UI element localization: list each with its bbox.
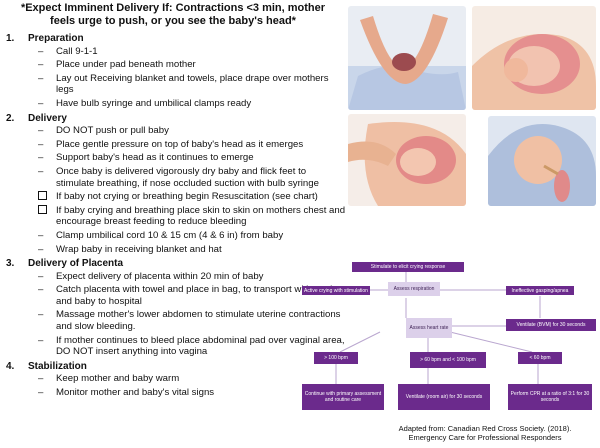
list-item: –Have bulb syringe and umbilical clamps … <box>6 98 346 110</box>
section-title: Delivery of Placenta <box>28 258 124 270</box>
list-item-text: Massage mother's lower abdomen to stimul… <box>56 309 341 333</box>
list-item-text: Catch placenta with towel and place in b… <box>56 284 344 307</box>
section-list: –Call 9-1-1–Place under pad beneath moth… <box>6 46 346 110</box>
list-item: –Massage mother's lower abdomen to stimu… <box>6 309 346 332</box>
dash-bullet: – <box>38 125 44 137</box>
checkbox-icon <box>38 204 50 217</box>
section-number: 2. <box>6 112 15 124</box>
section-heading: 2. Delivery <box>6 113 346 125</box>
checkbox-square <box>38 191 47 201</box>
list-item-text: If baby not crying or breathing begin Re… <box>56 191 318 203</box>
dash-bullet: – <box>38 45 44 57</box>
list-item-text: If baby crying and breathing place skin … <box>56 204 346 228</box>
flow-assess-heart-rate: Assess heart rate <box>406 318 452 338</box>
dash-bullet: – <box>38 72 44 84</box>
list-item: –Clamp umbilical cord 10 & 15 cm (4 & 6 … <box>6 230 346 242</box>
section-list: –Keep mother and baby warm–Monitor mothe… <box>6 373 346 398</box>
list-item-text: Call 9-1-1 <box>56 45 98 57</box>
list-item-text: Keep mother and baby warm <box>56 373 180 385</box>
dash-bullet: – <box>38 229 44 241</box>
flow-ineffective: Ineffective gasping/apnea <box>506 286 574 295</box>
list-item: –Place gentle pressure on top of baby's … <box>6 139 346 151</box>
list-item-text: Support baby's head as it continues to e… <box>56 152 254 164</box>
citation-line-1: Adapted from: Canadian Red Cross Society… <box>398 424 572 433</box>
list-item: –Expect delivery of placenta within 20 m… <box>6 271 346 283</box>
list-item: –Catch placenta with towel and place in … <box>6 284 346 307</box>
dash-bullet: – <box>38 270 44 282</box>
flow-continue-care: Continue with primary assessment and rou… <box>302 384 384 410</box>
dash-bullet: – <box>38 334 44 346</box>
illustration-newborn-suction <box>488 116 596 206</box>
dash-bullet: – <box>38 97 44 109</box>
page-title: *Expect Imminent Delivery If: Contractio… <box>20 2 326 27</box>
list-item-text: Wrap baby in receiving blanket and hat <box>56 243 222 255</box>
flow-stimulate: Stimulate to elicit crying response <box>352 262 464 272</box>
list-item-text: Clamp umbilical cord 10 & 15 cm (4 & 6 i… <box>56 229 284 241</box>
list-item: –DO NOT push or pull baby <box>6 125 346 137</box>
list-item: If baby crying and breathing place skin … <box>6 204 346 228</box>
list-item: –If mother continues to bleed place abdo… <box>6 335 346 358</box>
flow-cpr: Perform CPR at a ratio of 3:1 for 30 sec… <box>508 384 592 410</box>
list-item: –Lay out Receiving blanket and towels, p… <box>6 73 346 96</box>
section-title: Delivery <box>28 112 67 124</box>
flow-gt-100: > 100 bpm <box>314 352 358 364</box>
section-heading: 3. Delivery of Placenta <box>6 258 346 270</box>
dash-bullet: – <box>38 59 44 71</box>
list-item-text: Place under pad beneath mother <box>56 59 196 71</box>
section-title: Stabilization <box>28 360 87 372</box>
citation: Adapted from: Canadian Red Cross Society… <box>380 424 590 442</box>
list-item-text: DO NOT push or pull baby <box>56 125 169 137</box>
dash-bullet: – <box>38 243 44 255</box>
list-item: –Wrap baby in receiving blanket and hat <box>6 244 346 256</box>
resuscitation-flowchart: Stimulate to elicit crying response Asse… <box>300 260 598 420</box>
citation-line-2: Emergency Care for Professional Responde… <box>408 433 562 442</box>
section-number: 4. <box>6 360 15 372</box>
instructions: 1.Preparation–Call 9-1-1–Place under pad… <box>6 30 346 401</box>
dash-bullet: – <box>38 387 44 399</box>
section-list: –Expect delivery of placenta within 20 m… <box>6 271 346 358</box>
list-item-text: Expect delivery of placenta within 20 mi… <box>56 270 264 282</box>
flow-ventilate-air: Ventilate (room air) for 30 seconds <box>398 384 490 410</box>
list-item-text: Have bulb syringe and umbilical clamps r… <box>56 97 252 109</box>
list-item: –Keep mother and baby warm <box>6 373 346 385</box>
flowchart-arrows <box>335 272 541 384</box>
flow-60-100: > 60 bpm and < 100 bpm <box>410 352 486 368</box>
dash-bullet: – <box>38 152 44 164</box>
list-item: –Once baby is delivered vigorously dry b… <box>6 166 346 189</box>
illustration-head-support <box>348 114 466 206</box>
flow-active-crying: Active crying with stimulation <box>302 286 370 295</box>
list-item: –Place under pad beneath mother <box>6 59 346 71</box>
section-number: 3. <box>6 258 15 270</box>
list-item-text: Monitor mother and baby's vital signs <box>56 387 215 399</box>
list-item: –Monitor mother and baby's vital signs <box>6 387 346 399</box>
flow-ventilate-bvm: Ventilate (BVM) for 30 seconds <box>506 319 596 331</box>
dash-bullet: – <box>38 165 44 177</box>
list-item-text: Lay out Receiving blanket and towels, pl… <box>56 72 329 96</box>
list-item-text: Once baby is delivered vigorously dry ba… <box>56 165 319 189</box>
list-item: If baby not crying or breathing begin Re… <box>6 191 346 203</box>
dash-bullet: – <box>38 284 44 296</box>
flow-assess-respiration: Assess respiration <box>388 282 440 296</box>
section-list: –DO NOT push or pull baby–Place gentle p… <box>6 125 346 255</box>
section-number: 1. <box>6 33 15 44</box>
checkbox-icon <box>38 191 50 203</box>
list-item-text: Place gentle pressure on top of baby's h… <box>56 138 304 150</box>
dash-bullet: – <box>38 373 44 385</box>
illustration-crowning <box>472 6 596 110</box>
checkbox-square <box>38 204 47 214</box>
list-item-text: If mother continues to bleed place abdom… <box>56 334 345 358</box>
illustration-preparation <box>348 6 466 110</box>
section-heading: 4. Stabilization <box>6 361 346 373</box>
dash-bullet: – <box>38 138 44 150</box>
list-item: –Support baby's head as it continues to … <box>6 152 346 164</box>
section-heading: 1. Preparation <box>6 33 346 45</box>
list-item: –Call 9-1-1 <box>6 46 346 58</box>
flow-lt-60: < 60 bpm <box>518 352 562 364</box>
dash-bullet: – <box>38 309 44 321</box>
section-title: Preparation <box>28 33 84 44</box>
